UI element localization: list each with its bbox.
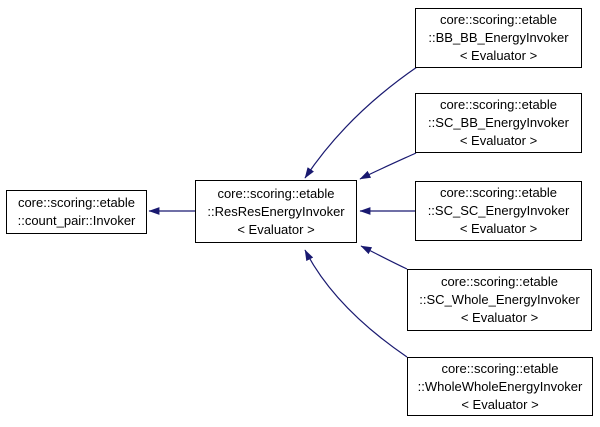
- arrow-sc-whole-to-center: [360, 245, 408, 270]
- node-label-line: ::SC_Whole_EnergyInvoker: [419, 292, 580, 307]
- node-label-line: < Evaluator >: [459, 133, 538, 148]
- node-whole-whole-energy-invoker[interactable]: core::scoring::etable ::WholeWholeEnergy…: [407, 357, 593, 416]
- node-label-line: ::ResResEnergyInvoker: [207, 203, 345, 219]
- node-label-line: core::scoring::etable: [439, 12, 558, 27]
- node-label-line: ::SC_SC_EnergyInvoker: [427, 203, 570, 218]
- node-sc-whole-energy-invoker[interactable]: core::scoring::etable ::SC_Whole_EnergyI…: [407, 269, 592, 331]
- node-sc-sc-energy-invoker[interactable]: core::scoring::etable ::SC_SC_EnergyInvo…: [415, 181, 582, 241]
- arrow-sc-bb-to-center: [359, 152, 417, 180]
- node-label-line: < Evaluator >: [459, 221, 538, 236]
- arrow-bb-bb-to-center: [304, 66, 418, 179]
- node-label-line: < Evaluator >: [460, 310, 539, 325]
- arrow-whole-whole-to-center: [304, 249, 408, 358]
- node-label-line: core::scoring::etable: [441, 360, 559, 376]
- node-label-line: ::WholeWholeEnergyInvoker: [417, 378, 583, 394]
- node-label-line: core::scoring::etable: [439, 97, 558, 112]
- node-label-line: ::SC_BB_EnergyInvoker: [428, 115, 569, 130]
- node-label-line: core::scoring::etable: [439, 185, 558, 200]
- node-bb-bb-energy-invoker[interactable]: core::scoring::etable ::BB_BB_EnergyInvo…: [415, 8, 582, 68]
- node-sc-bb-energy-invoker[interactable]: core::scoring::etable ::SC_BB_EnergyInvo…: [415, 93, 582, 153]
- node-label-line: core::scoring::etable: [217, 185, 335, 201]
- node-label-line: < Evaluator >: [459, 48, 538, 63]
- node-label-line: < Evaluator >: [461, 396, 539, 412]
- node-label-line: < Evaluator >: [237, 221, 315, 237]
- node-label-line: core::scoring::etable: [17, 195, 136, 210]
- node-count-pair-invoker[interactable]: core::scoring::etable ::count_pair::Invo…: [6, 190, 147, 234]
- node-res-res-energy-invoker: core::scoring::etable ::ResResEnergyInvo…: [195, 180, 357, 243]
- node-label-line: core::scoring::etable: [440, 274, 559, 289]
- node-label-line: ::count_pair::Invoker: [17, 213, 136, 228]
- node-label-line: ::BB_BB_EnergyInvoker: [428, 30, 569, 45]
